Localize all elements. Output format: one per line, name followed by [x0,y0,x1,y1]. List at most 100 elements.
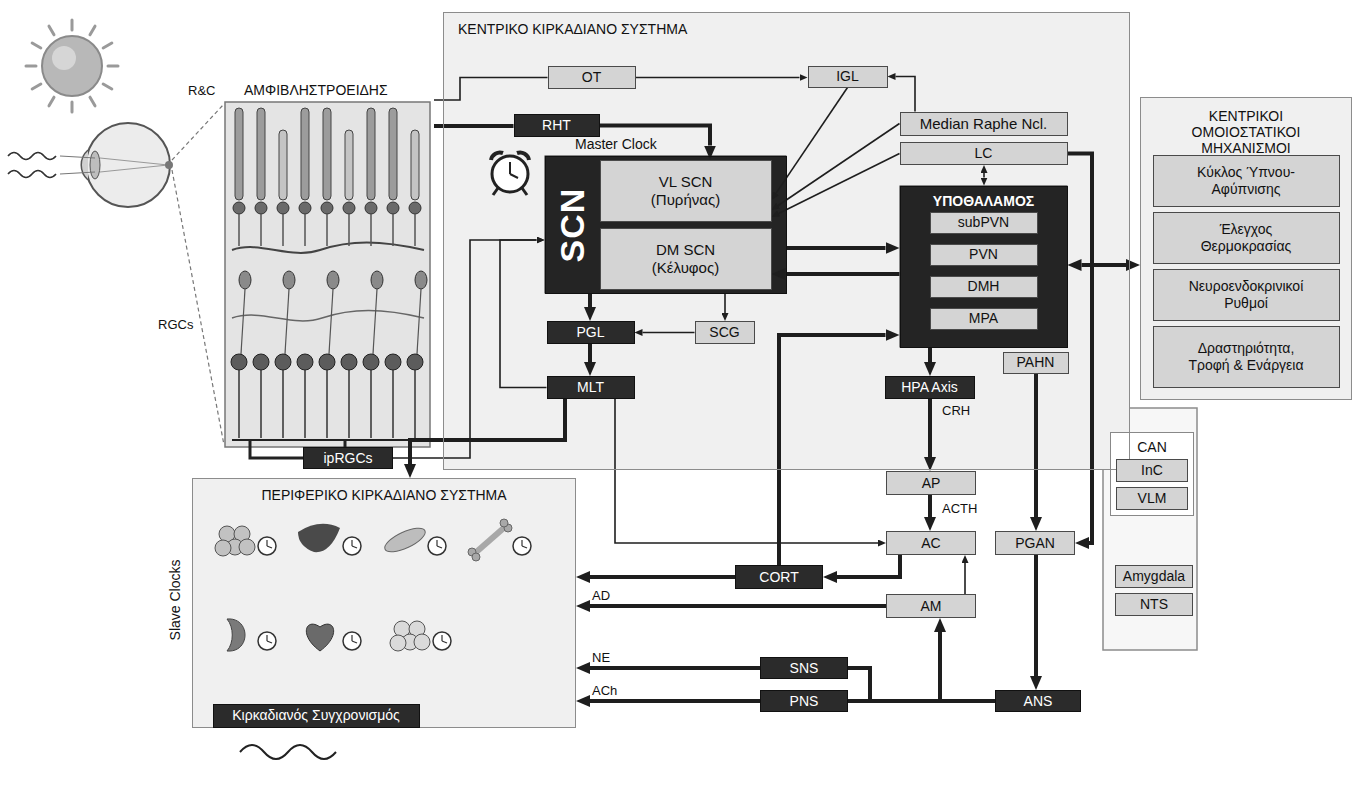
sun-rays [26,65,36,68]
gland-box: AM [886,594,976,618]
retina-cells [241,289,245,354]
light-waves [8,153,56,160]
connector-arrow [776,88,848,194]
retina-cells [389,108,397,200]
ganglion-fibre [344,440,347,447]
retina-cells [409,202,421,214]
retina-cells [238,214,240,246]
sync-band: Κιρκαδιανός Συγχρονισμός [213,704,420,728]
connector-arrow [778,124,899,206]
retina-cells [327,271,339,289]
box-label: CORT [759,569,798,585]
box-label: Amygdala [1123,568,1185,584]
alarm-clock-icon [491,152,529,195]
organ-icon [352,546,357,548]
organ-icon [298,524,361,555]
sun-icon [42,36,102,96]
box-label: MPA [969,310,998,326]
side-label: Slave Clocks [168,560,183,641]
retina-cells [233,202,245,214]
retina-cells [371,271,383,289]
eye-illustration [60,172,95,174]
eye-illustration [100,165,168,172]
sun-rays [32,43,41,48]
text-label: RGCs [158,318,193,332]
box-label: Κιρκαδιανός Συγχρονισμός [232,707,400,723]
axis-box: HPA Axis [885,376,975,399]
box-label: AP [922,475,941,491]
retina-cells [279,130,287,200]
panel-fill [900,186,1068,348]
connector-arrow [787,246,886,250]
box-label: PGAN [1015,535,1055,551]
organ-icon [428,537,446,555]
alarm-clock-icon [509,162,511,174]
nucleus-box: PVN [930,244,1038,266]
alarm-clock-icon [510,174,518,178]
retina-cells [348,370,350,438]
organ-icon [382,523,446,556]
retina-cells [415,271,427,289]
organ-icon [474,526,506,554]
connector-arrow [779,335,886,565]
signal-label: AD [590,589,612,603]
box-label: PVN [969,246,998,262]
box-label: PAHN [1017,354,1055,370]
box-label: SCG [709,324,739,340]
connector-arrow [590,666,760,670]
organ-icon [522,546,527,548]
nucleus-box: Amygdala [1115,565,1193,588]
organ-icon [215,526,276,556]
connector-arrow [779,154,900,214]
panel-fill [545,156,787,294]
connector-arrow [588,344,592,362]
box-label: subPVN [958,214,1009,230]
organ-icon [267,546,272,548]
retina-cells [319,354,335,370]
eye-illustration [60,123,173,207]
signal-label: NE [590,651,612,665]
eye-illustration [165,161,173,169]
retina-cells [232,311,424,321]
box-label: MLT [577,379,604,395]
text-label: Master Clock [575,137,657,152]
box-label: OT [582,69,601,85]
box-label: IGL [836,68,859,84]
retina-cells [329,289,333,354]
connector-arrow [896,77,916,112]
retina-cells [373,289,377,354]
box-label: InC [1141,462,1163,478]
retina-cells [283,271,295,289]
connector-arrow [615,399,878,543]
organ-icon [298,524,340,552]
nucleus-box: MPA [930,308,1038,330]
connector-arrow [940,632,995,701]
connector-arrow [434,124,514,128]
box-label: Δραστηριότητα, Τροφή & Ενάργεια [1186,340,1306,372]
organ-icon [343,632,361,650]
eye-illustration [81,150,88,180]
connector-arrow [410,399,565,464]
retina-cells [387,202,399,214]
nucleus-box: PAHN [1003,352,1069,374]
box-label: PGL [576,324,604,340]
panel-fill [192,12,1352,728]
nervous-system-box: ANS [995,690,1081,712]
sun-rays [90,26,95,35]
box-label: DM SCN (Κέλυφος) [631,241,741,276]
retina-cells [235,108,243,200]
zoom-leader [172,170,224,445]
sun-icon [52,46,76,70]
connector-arrow [1034,374,1038,518]
connector-arrow [1068,154,1093,544]
sun-rays [103,84,112,89]
connector-arrow [928,399,932,457]
organ-icon [382,523,429,556]
connector-arrow [590,699,760,703]
pathway-box: RHT [514,114,600,137]
retina-cells [323,108,331,200]
system-panel: ΚΕΝΤΡΙΚΟ ΚΙΡΚΑΔΙΑΝΟ ΣΥΣΤΗΜΑOTIGLRHTMedia… [443,12,1130,470]
retina-cells [304,214,306,246]
panel-heading: ΠΕΡΙΦΕΡΙΚΟ ΚΙΡΚΑΔΙΑΝΟ ΣΥΣΤΗΜΑ [193,487,575,503]
sun-icon [42,36,102,96]
